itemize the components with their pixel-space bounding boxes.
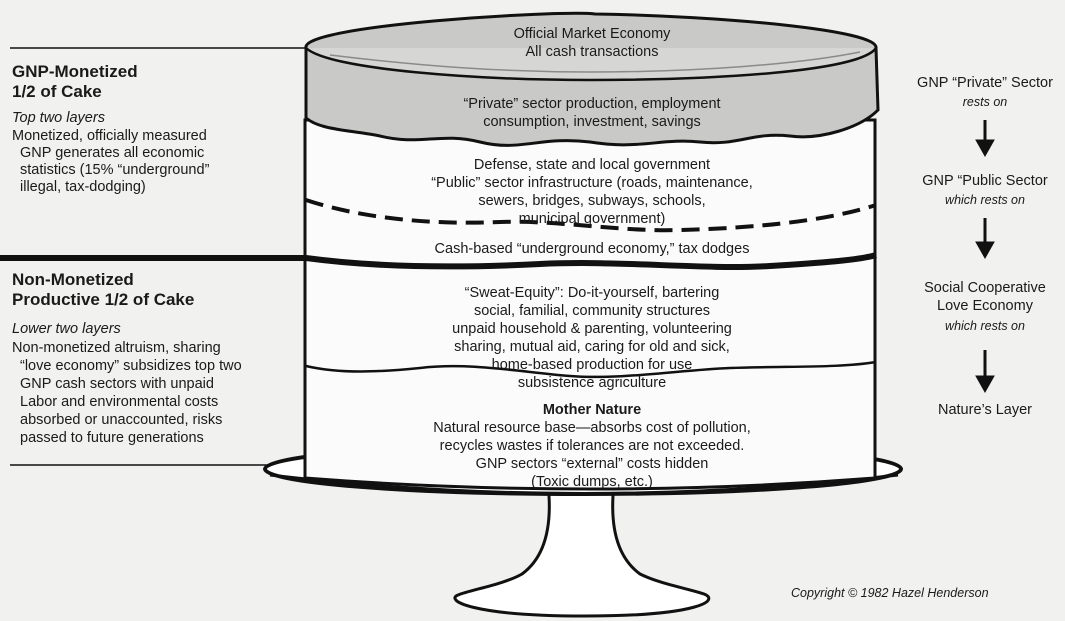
monetized-title-1: GNP-Monetized: [12, 62, 138, 81]
underground-economy-line: Cash-based “underground economy,” tax do…: [434, 241, 750, 257]
public-sector-line: “Public” sector infrastructure (roads, m…: [431, 175, 753, 191]
right-love-line-2: Love Economy: [937, 298, 1033, 314]
non-monetized-subtitle: Lower two layers: [12, 321, 121, 337]
love-economy-line: “Sweat-Equity”: Do-it-yourself, barterin…: [464, 285, 720, 301]
love-economy-line: subsistence agriculture: [517, 375, 667, 391]
cake-top-surface: [305, 47, 878, 82]
arrow-love-to-nature: [975, 350, 995, 394]
monetized-body-line: GNP generates all economic: [20, 145, 205, 161]
nature-layer-line: [305, 360, 877, 379]
dashed-layer-line: [305, 198, 877, 233]
cake-body: [303, 118, 877, 491]
nature-line: (Toxic dumps, etc.): [531, 474, 653, 490]
public-sector-line: Defense, state and local government: [473, 157, 711, 173]
monetized-body-line: statistics (15% “underground”: [20, 162, 210, 178]
monetized-subtitle: Top two layers: [12, 110, 105, 126]
cake-top-line: All cash transactions: [525, 44, 659, 60]
monetized-title-2: 1/2 of Cake: [12, 82, 102, 101]
non-monetized-body-line: absorbed or unaccounted, risks: [20, 412, 223, 428]
right-private-sub: rests on: [962, 95, 1008, 109]
nature-line: GNP sectors “external” costs hidden: [475, 456, 709, 472]
arrow-public-to-love: [975, 218, 995, 260]
cake-stand-pedestal: [453, 482, 711, 618]
nature-line: recycles wastes if tolerances are not ex…: [439, 438, 745, 454]
nature-line: Natural resource base—absorbs cost of po…: [433, 420, 751, 436]
monetized-body-line: illegal, tax-dodging): [20, 179, 146, 195]
right-public-sub: which rests on: [945, 193, 1025, 207]
non-monetized-title-1: Non-Monetized: [12, 270, 134, 289]
right-private-label: GNP “Private” Sector: [917, 75, 1053, 91]
non-monetized-body-line: passed to future generations: [20, 430, 204, 446]
non-monetized-body-line: “love economy” subsidizes top two: [20, 358, 242, 374]
right-nature-label: Nature’s Layer: [937, 402, 1033, 418]
nature-title: Mother Nature: [542, 402, 642, 418]
private-sector-line: consumption, investment, savings: [483, 114, 701, 130]
right-love-line-1: Social Cooperative: [924, 280, 1046, 296]
monetized-body-line: Monetized, officially measured: [12, 128, 207, 144]
non-monetized-body-line: GNP cash sectors with unpaid: [20, 376, 214, 392]
cake-top-line: Official Market Economy: [513, 26, 671, 42]
right-public-label: GNP “Public Sector: [922, 173, 1048, 189]
public-sector-line: municipal government): [518, 211, 666, 227]
public-sector-line: sewers, bridges, subways, schools,: [478, 193, 706, 209]
love-economy-line: home-based production for use: [491, 357, 693, 373]
non-monetized-title-2: Productive 1/2 of Cake: [12, 290, 195, 309]
arrow-private-to-public: [975, 120, 995, 158]
non-monetized-body-line: Non-monetized altruism, sharing: [12, 340, 221, 356]
half-divider-cake: [305, 252, 877, 270]
right-love-sub: which rests on: [945, 319, 1025, 333]
copyright-text: Copyright © 1982 Hazel Henderson: [791, 586, 989, 600]
non-monetized-body-line: Labor and environmental costs: [20, 394, 219, 410]
private-sector-line: “Private” sector production, employment: [463, 96, 721, 112]
love-economy-line: unpaid household & parenting, volunteeri…: [452, 321, 732, 337]
love-economy-line: social, familial, community structures: [473, 303, 711, 319]
love-economy-line: sharing, mutual aid, caring for old and …: [454, 339, 730, 355]
